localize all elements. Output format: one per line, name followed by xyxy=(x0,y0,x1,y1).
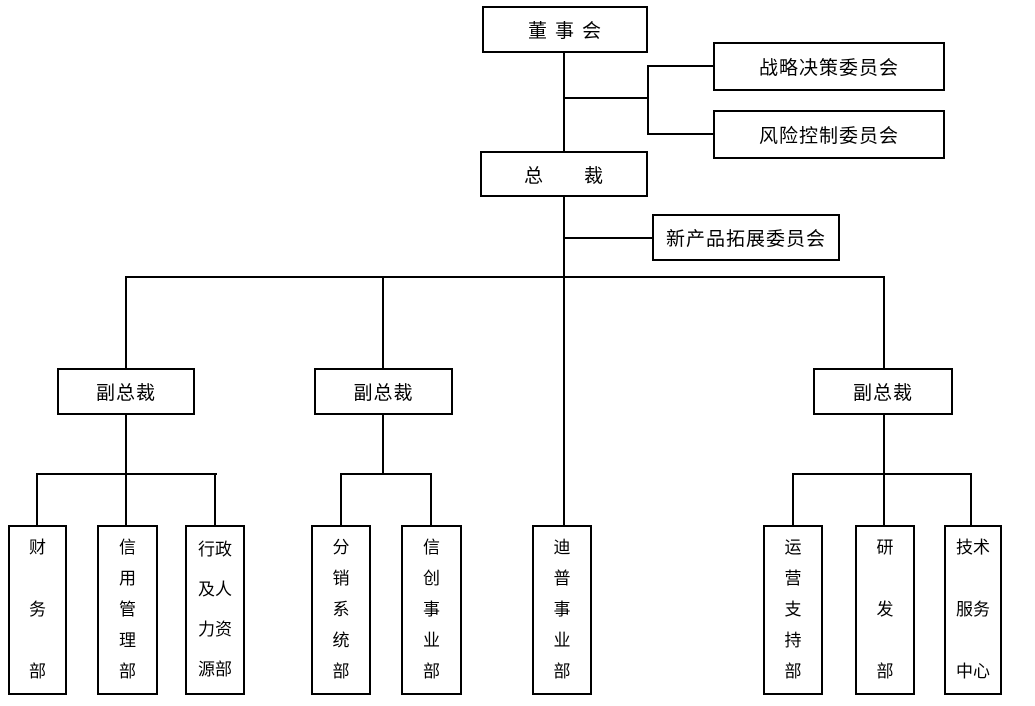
connector-line xyxy=(792,473,794,525)
connector-line xyxy=(563,237,652,239)
connector-line xyxy=(792,473,972,475)
connector-line xyxy=(340,473,342,525)
connector-line xyxy=(970,473,972,525)
node-president: 总 裁 xyxy=(480,151,648,197)
connector-line xyxy=(883,276,885,368)
node-dept-credit-management: 信 用 管 理 部 xyxy=(97,525,158,695)
node-vice-president-1: 副总裁 xyxy=(57,368,195,415)
connector-line xyxy=(125,276,127,368)
connector-line xyxy=(647,65,649,135)
node-new-product-committee: 新产品拓展委员会 xyxy=(652,214,840,261)
connector-line xyxy=(214,473,216,525)
connector-line xyxy=(563,97,649,99)
connector-line xyxy=(340,473,432,475)
connector-line xyxy=(36,473,217,475)
node-tech-service-center: 技术 服务 中心 xyxy=(944,525,1002,695)
connector-line xyxy=(563,197,565,525)
connector-line xyxy=(647,133,713,135)
connector-line xyxy=(883,415,885,525)
connector-line xyxy=(125,276,885,278)
node-dept-admin-hr: 行政 及人 力资 源部 xyxy=(185,525,245,695)
node-risk-control-committee: 风险控制委员会 xyxy=(713,110,945,159)
connector-line xyxy=(36,473,38,525)
connector-line xyxy=(647,65,713,67)
node-dept-operations-support: 运 营 支 持 部 xyxy=(763,525,823,695)
connector-line xyxy=(563,53,565,153)
connector-line xyxy=(382,276,384,368)
node-dept-dipu-business: 迪 普 事 业 部 xyxy=(532,525,592,695)
node-strategy-decision-committee: 战略决策委员会 xyxy=(713,42,945,91)
connector-line xyxy=(125,415,127,525)
connector-line xyxy=(382,415,384,475)
node-dept-finance: 财 务 部 xyxy=(8,525,67,695)
node-dept-rd: 研 发 部 xyxy=(855,525,915,695)
node-vice-president-3: 副总裁 xyxy=(813,368,953,415)
node-dept-xinchuang-business: 信 创 事 业 部 xyxy=(401,525,462,695)
node-vice-president-2: 副总裁 xyxy=(314,368,453,415)
node-board-of-directors: 董 事 会 xyxy=(482,6,648,53)
connector-line xyxy=(430,473,432,525)
node-dept-distribution-system: 分 销 系 统 部 xyxy=(311,525,371,695)
